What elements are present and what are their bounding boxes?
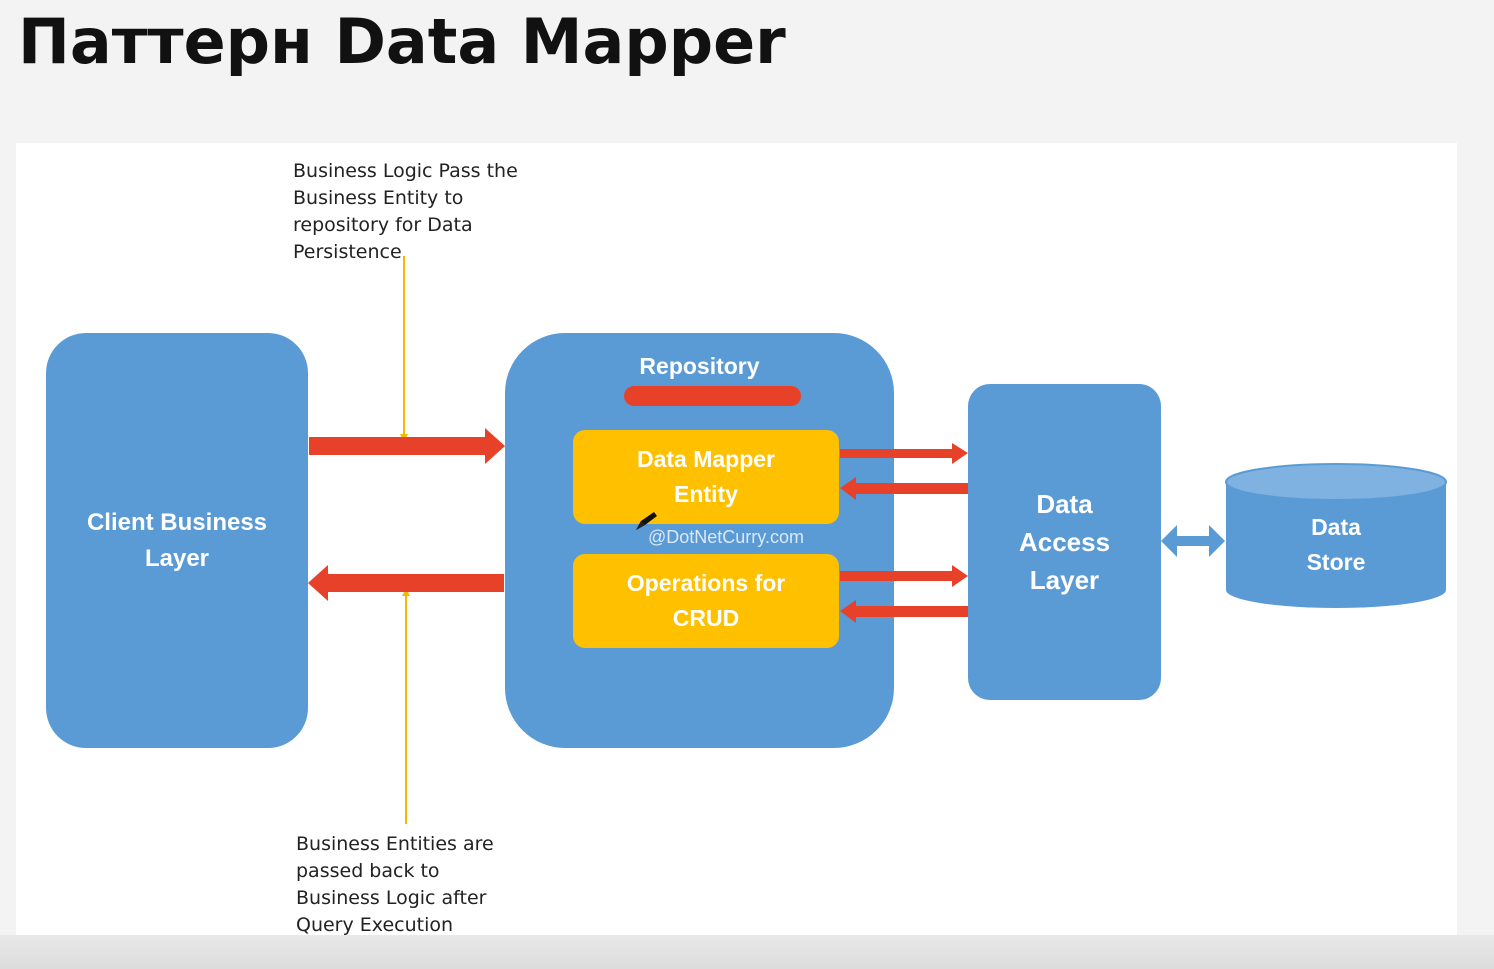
- mapper-to-dal-arrow: [840, 443, 968, 464]
- crud-line: CRUD: [672, 605, 740, 631]
- repository-highlight-underline: [624, 386, 801, 406]
- note-top-line: Persistence: [293, 241, 402, 263]
- dal-line: Layer: [1029, 565, 1100, 595]
- watermark: @DotNetCurry.com: [648, 527, 804, 547]
- crud-operations-box: Operations for CRUD: [573, 554, 839, 648]
- note-top-line: repository for Data: [293, 214, 473, 236]
- note-bottom-line: Business Logic after: [296, 887, 487, 909]
- client-to-repository-arrow: [309, 428, 505, 464]
- note-bottom-line: Query Execution: [296, 914, 454, 936]
- mapper-line: Data Mapper: [636, 446, 776, 472]
- repository-to-client-arrow: [308, 565, 504, 601]
- data-mapper-entity-box: Data Mapper Entity: [573, 430, 839, 524]
- store-line: Data: [1311, 514, 1361, 540]
- store-line: Store: [1306, 549, 1366, 575]
- dal-line: Data: [1036, 489, 1093, 519]
- note-business-logic-pass: Business Logic Pass the Business Entity …: [293, 158, 533, 266]
- repository-label: Repository: [639, 353, 760, 379]
- note-bottom-line: Business Entities are: [296, 833, 494, 855]
- note-top-line: Business Logic Pass the: [293, 160, 518, 182]
- client-layer-line: Client Business: [86, 508, 268, 536]
- note-top-line: Business Entity to: [293, 187, 464, 209]
- mapper-line: Entity: [674, 481, 738, 507]
- data-store-label: Data Store: [1226, 510, 1446, 580]
- client-layer-line: Layer: [144, 544, 210, 572]
- dal-to-crud-arrow: [840, 600, 968, 623]
- client-business-layer-box: Client Business Layer: [46, 333, 308, 748]
- dal-line: Access: [1018, 527, 1111, 557]
- crud-to-dal-arrow: [840, 565, 968, 587]
- data-access-layer-box: Data Access Layer: [968, 384, 1161, 700]
- data-store-cylinder: [1225, 463, 1447, 608]
- bottom-strip: [0, 935, 1494, 969]
- note-bottom-line: passed back to: [296, 860, 440, 882]
- dal-to-mapper-arrow: [840, 477, 968, 500]
- dal-datastore-double-arrow: [1161, 525, 1225, 557]
- page-title: Паттерн Data Mapper: [18, 5, 786, 78]
- crud-line: Operations for: [626, 570, 786, 596]
- note-entities-passed-back: Business Entities are passed back to Bus…: [296, 831, 516, 939]
- pencil-cursor-icon: [636, 512, 657, 530]
